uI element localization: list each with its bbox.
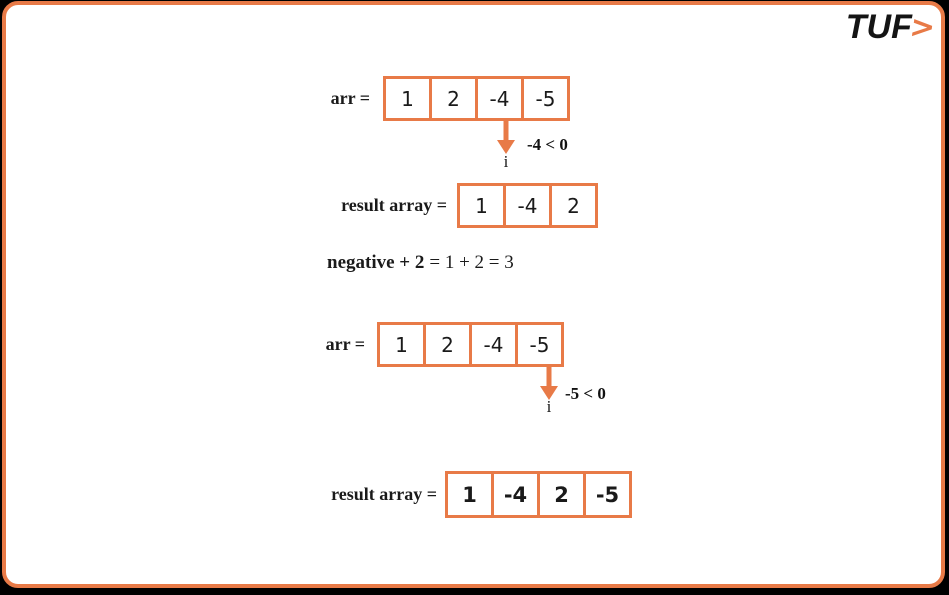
- array-cell: -4: [475, 76, 524, 121]
- tuf-logo: TUF >: [845, 8, 938, 47]
- array-result-2: 1 -4 2 -5: [445, 471, 632, 518]
- array-cell: 1: [383, 76, 432, 121]
- array-label-arr-1: arr =: [330, 88, 370, 108]
- index-pointer-label: i: [503, 152, 509, 171]
- array-arr-2: 1 2 -4 -5: [377, 322, 564, 367]
- array-cell: -4: [491, 471, 540, 518]
- array-cell: 2: [423, 322, 472, 367]
- equation-normal-part: = 1 + 2 = 3: [429, 252, 514, 273]
- arrow-down-icon: [497, 121, 515, 154]
- array-label-result-1: result array =: [341, 195, 447, 215]
- array-result-1: 1 -4 2: [457, 183, 598, 228]
- array-cell: 2: [549, 183, 598, 228]
- condition-label: -4 < 0: [527, 135, 568, 154]
- equation-bold-part: negative + 2: [327, 252, 425, 273]
- array-cell: -4: [469, 322, 518, 367]
- array-arr-1: 1 2 -4 -5: [383, 76, 570, 121]
- index-pointer-label: i: [546, 397, 552, 416]
- array-cell: -4: [503, 183, 552, 228]
- array-cell: 1: [445, 471, 494, 518]
- array-cell: -5: [521, 76, 570, 121]
- array-cell: 1: [457, 183, 506, 228]
- array-cell: 1: [377, 322, 426, 367]
- array-cell: 2: [537, 471, 586, 518]
- condition-label: -5 < 0: [565, 384, 606, 403]
- array-cell: -5: [583, 471, 632, 518]
- equation: negative + 2= 1 + 2 = 3: [327, 252, 514, 274]
- chevron-right-icon: >: [907, 10, 938, 45]
- arrow-down-icon: [540, 367, 558, 400]
- array-cell: -5: [515, 322, 564, 367]
- array-label-result-2: result array =: [331, 484, 437, 504]
- array-cell: 2: [429, 76, 478, 121]
- array-label-arr-2: arr =: [325, 334, 365, 354]
- tuf-logo-text: TUF: [845, 8, 912, 46]
